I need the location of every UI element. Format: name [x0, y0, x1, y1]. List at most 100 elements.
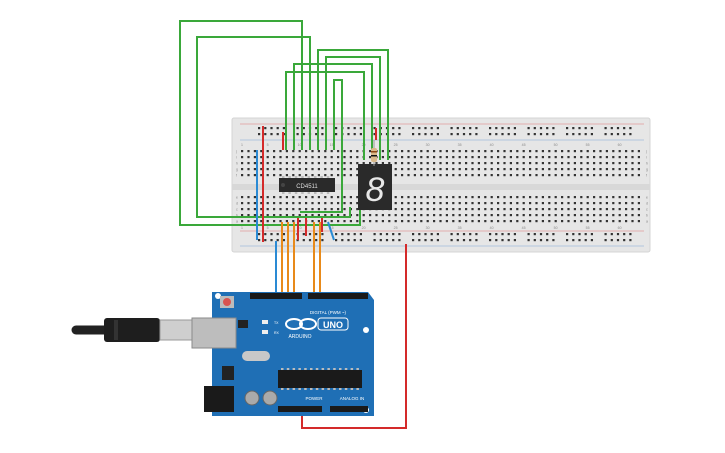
breadboard-hole[interactable] — [439, 220, 442, 223]
breadboard-hole[interactable] — [593, 214, 596, 217]
breadboard-hole[interactable] — [625, 202, 628, 205]
breadboard-hole[interactable] — [401, 196, 404, 199]
breadboard-hole[interactable] — [430, 239, 433, 242]
breadboard-hole[interactable] — [490, 150, 493, 153]
breadboard-hole[interactable] — [452, 196, 455, 199]
breadboard-hole[interactable] — [623, 133, 626, 136]
breadboard-hole[interactable] — [335, 127, 338, 130]
breadboard-hole[interactable] — [618, 202, 621, 205]
breadboard-hole[interactable] — [631, 214, 634, 217]
breadboard-hole[interactable] — [477, 208, 480, 211]
breadboard-hole[interactable] — [503, 156, 506, 159]
breadboard-hole[interactable] — [586, 208, 589, 211]
breadboard-hole[interactable] — [398, 127, 401, 130]
breadboard-hole[interactable] — [469, 127, 472, 130]
breadboard-hole[interactable] — [394, 150, 397, 153]
breadboard-hole[interactable] — [433, 174, 436, 177]
breadboard-hole[interactable] — [285, 156, 288, 159]
breadboard-hole[interactable] — [471, 220, 474, 223]
breadboard-hole[interactable] — [584, 127, 587, 130]
analog-header[interactable] — [330, 406, 368, 412]
breadboard-hole[interactable] — [317, 150, 320, 153]
breadboard-hole[interactable] — [276, 133, 279, 136]
breadboard-hole[interactable] — [552, 239, 555, 242]
breadboard-hole[interactable] — [567, 214, 570, 217]
breadboard-hole[interactable] — [426, 214, 429, 217]
breadboard-hole[interactable] — [465, 196, 468, 199]
breadboard-hole[interactable] — [616, 127, 620, 130]
breadboard-hole[interactable] — [343, 150, 346, 153]
breadboard-hole[interactable] — [369, 214, 372, 217]
breadboard-hole[interactable] — [522, 214, 525, 217]
breadboard-hole[interactable] — [469, 233, 472, 236]
breadboard-hole[interactable] — [566, 133, 569, 136]
breadboard-hole[interactable] — [465, 162, 468, 165]
breadboard-hole[interactable] — [554, 150, 557, 153]
breadboard-hole[interactable] — [324, 196, 327, 199]
breadboard-hole[interactable] — [285, 174, 288, 177]
breadboard-hole[interactable] — [572, 133, 575, 136]
breadboard-hole[interactable] — [593, 196, 596, 199]
breadboard-hole[interactable] — [475, 127, 478, 130]
breadboard-hole[interactable] — [308, 233, 312, 236]
breadboard-hole[interactable] — [260, 220, 263, 223]
breadboard-hole[interactable] — [343, 214, 346, 217]
breadboard-hole[interactable] — [317, 214, 320, 217]
breadboard-hole[interactable] — [552, 127, 555, 130]
breadboard-hole[interactable] — [561, 196, 564, 199]
breadboard-hole[interactable] — [497, 220, 500, 223]
breadboard-hole[interactable] — [279, 208, 282, 211]
breadboard-hole[interactable] — [605, 174, 608, 177]
breadboard-hole[interactable] — [343, 208, 346, 211]
breadboard-hole[interactable] — [618, 150, 621, 153]
breadboard-hole[interactable] — [264, 233, 267, 236]
breadboard-hole[interactable] — [305, 174, 308, 177]
breadboard-hole[interactable] — [605, 162, 608, 165]
breadboard-hole[interactable] — [462, 127, 466, 130]
breadboard-hole[interactable] — [413, 162, 416, 165]
breadboard-hole[interactable] — [330, 168, 333, 171]
breadboard-hole[interactable] — [394, 174, 397, 177]
breadboard-hole[interactable] — [369, 150, 372, 153]
breadboard-hole[interactable] — [292, 220, 295, 223]
breadboard-hole[interactable] — [527, 127, 530, 130]
chip-cd4511[interactable]: CD4511 — [279, 176, 335, 194]
breadboard-hole[interactable] — [324, 220, 327, 223]
breadboard-hole[interactable] — [433, 214, 436, 217]
breadboard-hole[interactable] — [302, 239, 305, 242]
breadboard-hole[interactable] — [503, 214, 506, 217]
breadboard-hole[interactable] — [349, 150, 352, 153]
breadboard-hole[interactable] — [462, 233, 466, 236]
breadboard-hole[interactable] — [394, 202, 397, 205]
breadboard-hole[interactable] — [541, 214, 544, 217]
breadboard-hole[interactable] — [561, 202, 564, 205]
breadboard-hole[interactable] — [311, 150, 314, 153]
breadboard-hole[interactable] — [522, 168, 525, 171]
breadboard-hole[interactable] — [529, 196, 532, 199]
breadboard-hole[interactable] — [285, 162, 288, 165]
breadboard-hole[interactable] — [599, 168, 602, 171]
breadboard-hole[interactable] — [317, 162, 320, 165]
breadboard-hole[interactable] — [572, 233, 575, 236]
breadboard-hole[interactable] — [539, 133, 543, 136]
breadboard-hole[interactable] — [353, 127, 356, 130]
breadboard-hole[interactable] — [279, 214, 282, 217]
breadboard-hole[interactable] — [247, 208, 250, 211]
breadboard-hole[interactable] — [535, 150, 538, 153]
breadboard-hole[interactable] — [465, 174, 468, 177]
breadboard-hole[interactable] — [535, 202, 538, 205]
breadboard-hole[interactable] — [292, 156, 295, 159]
breadboard-hole[interactable] — [282, 239, 285, 242]
breadboard-hole[interactable] — [260, 168, 263, 171]
breadboard-hole[interactable] — [458, 168, 461, 171]
breadboard-hole[interactable] — [484, 220, 487, 223]
breadboard-hole[interactable] — [471, 202, 474, 205]
breadboard-hole[interactable] — [247, 214, 250, 217]
breadboard-hole[interactable] — [625, 150, 628, 153]
breadboard-hole[interactable] — [279, 202, 282, 205]
breadboard-hole[interactable] — [637, 168, 640, 171]
breadboard-hole[interactable] — [465, 214, 468, 217]
breadboard-hole[interactable] — [548, 202, 551, 205]
breadboard-hole[interactable] — [317, 168, 320, 171]
breadboard-hole[interactable] — [362, 214, 365, 217]
